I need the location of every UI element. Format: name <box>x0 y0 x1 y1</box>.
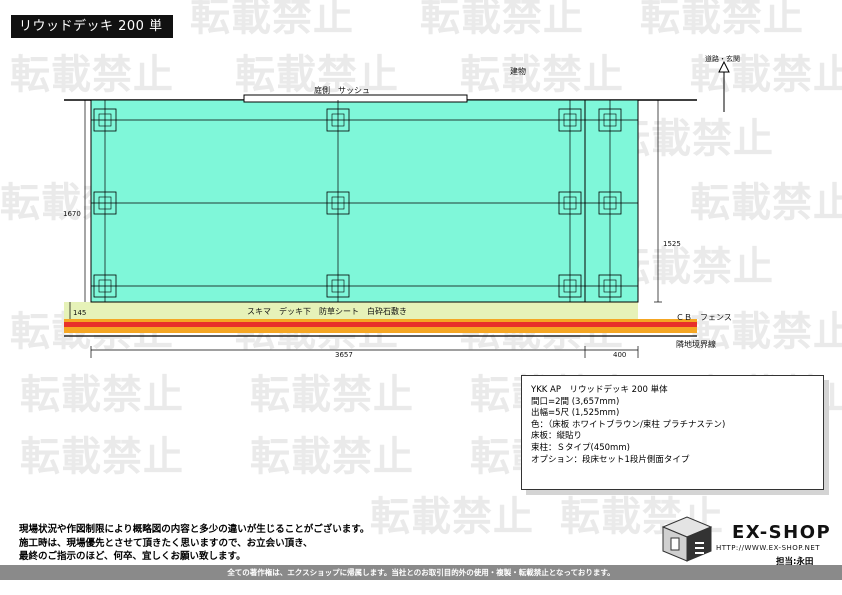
deck-post-inner <box>563 279 577 293</box>
spec-box: YKK AP リウッドデッキ 200 単体 間口=2間 (3,657mm) 出幅… <box>521 375 824 490</box>
deck-post-inner <box>563 196 577 210</box>
dim-right-height: 1525 <box>663 240 681 248</box>
deck-post <box>558 191 582 215</box>
dimension-left <box>81 99 89 302</box>
deck-post <box>326 274 350 298</box>
spec-line: 間口=2間 (3,657mm) <box>531 396 620 407</box>
road-arrow-head <box>718 60 730 73</box>
dim-width-ext: 400 <box>613 351 626 359</box>
brand-url: HTTP://WWW.EX-SHOP.NET <box>716 544 821 552</box>
deck-post-inner <box>331 196 345 210</box>
deck-post-inner <box>331 113 345 127</box>
sash-label: 庭側 サッシュ <box>314 85 370 95</box>
deck-post <box>558 108 582 132</box>
disclaimer-notes: 現場状況や作図制限により概略図の内容と多少の違いが生じることがございます。 施工… <box>19 523 369 564</box>
deck-post-inner <box>603 279 617 293</box>
dimension-right <box>654 100 662 303</box>
copyright-footer: 全ての著作権は、エクスショップに帰属します。当社とのお取引目的外の使用・複製・転… <box>0 565 842 580</box>
dim-left-height: 1670 <box>63 210 81 218</box>
note-line: 現場状況や作図制限により概略図の内容と多少の違いが生じることがございます。 <box>19 524 370 535</box>
deck-post <box>598 191 622 215</box>
deck-post <box>598 108 622 132</box>
deck-post-inner <box>98 113 112 127</box>
deck-post-inner <box>98 279 112 293</box>
boundary-label: 隣地境界線 <box>676 339 716 349</box>
building-label: 建物 <box>510 66 526 76</box>
fence-label: ＣＢ フェンス <box>676 313 732 322</box>
spec-line: 色：（床板 ホワイトブラウン/束柱 プラチナステン) <box>531 419 726 430</box>
deck-post <box>93 191 117 215</box>
brand-name: EX-SHOP <box>732 522 832 543</box>
deck-post-inner <box>98 196 112 210</box>
boundary-band-red <box>64 322 697 327</box>
deck-post <box>93 108 117 132</box>
deck-beams <box>91 100 638 302</box>
deck-post-inner <box>603 113 617 127</box>
deck-post <box>558 274 582 298</box>
staff-label: 担当:永田 <box>776 557 814 567</box>
dim-width-main: 3657 <box>335 351 353 359</box>
deck-post <box>93 274 117 298</box>
deck-post-inner <box>563 113 577 127</box>
deck-extension <box>584 99 639 303</box>
deck-post-inner <box>603 196 617 210</box>
deck-post-inner <box>331 279 345 293</box>
garden-sash <box>243 94 468 103</box>
boundary-band-top <box>64 319 697 322</box>
page-title: リウッドデッキ 200 単体 <box>11 15 173 57</box>
deck-posts <box>93 108 622 298</box>
road-entrance-label: 道路・玄関 <box>705 54 740 63</box>
deck-post <box>326 191 350 215</box>
spec-line: 束柱：Ｓタイプ(450mm) <box>531 442 630 453</box>
note-line: 施工時は、現場優先とさせて頂きたく思いますので、お立会い頂き、 <box>19 537 313 549</box>
spec-line: 床板：縦貼り <box>531 431 583 442</box>
ex-shop-logo-icon <box>661 516 713 562</box>
boundary-band-orange <box>64 327 697 333</box>
gravel-label: スキマ デッキ下 防草シート 白砕石敷き <box>247 306 407 316</box>
dimension-bottom <box>90 346 639 358</box>
gravel-area <box>64 302 638 319</box>
deck-post <box>598 274 622 298</box>
spec-line: オプション：段床セット1段片側面タイプ <box>531 454 690 465</box>
spec-line: 出幅=5尺 (1,525mm) <box>531 408 620 419</box>
note-line: 最終のご指示のほど、何卒、宜しくお願い致します。 <box>19 551 246 562</box>
dim-offset: 145 <box>73 309 86 317</box>
deck-post <box>326 108 350 132</box>
spec-line: YKK AP リウッドデッキ 200 単体 <box>531 385 668 395</box>
